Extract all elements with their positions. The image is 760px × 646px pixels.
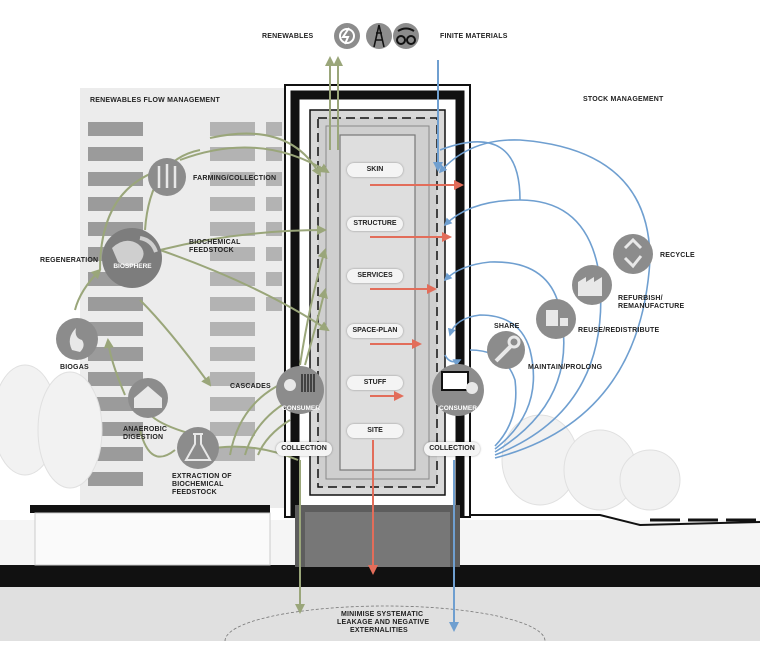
biosphere-label: BIOSPHERE: [113, 263, 152, 270]
renewables-flow-management-label: RENEWABLES FLOW MANAGEMENT: [90, 97, 221, 104]
renewables-label: RENEWABLES: [262, 33, 314, 40]
technical-cycle-flows: [438, 139, 651, 459]
reuse-redistribute-label: REUSE/REDISTRIBUTE: [578, 327, 660, 334]
oil-derrick-icon: [366, 23, 392, 49]
wheat-fish-icon: [148, 158, 186, 196]
refurbish-label-2: REMANUFACTURE: [618, 303, 685, 310]
layer-site: SITE: [347, 424, 403, 438]
factory-icon: [572, 265, 612, 305]
anaerobic-digestion-label-1: ANAEROBIC: [123, 426, 168, 433]
flask-icon: [177, 427, 219, 469]
extraction-label-1: EXTRACTION OF: [172, 473, 232, 480]
boxes-icon: [536, 299, 576, 339]
mineral-icon: [393, 23, 419, 49]
minimise-leakage-label-3: EXTERNALITIES: [350, 627, 408, 634]
farming-collection-label: FARMING/COLLECTION: [193, 175, 277, 182]
recycle-label: RECYCLE: [660, 252, 695, 259]
downward-flows: [295, 460, 459, 632]
recycle-icon: [613, 234, 653, 274]
biochemical-feedstock-label-1: BIOCHEMICAL: [189, 239, 241, 246]
globe-icon: [102, 228, 162, 288]
consumer-left-label: CONSUMER: [282, 405, 320, 412]
cascades-label: CASCADES: [230, 383, 271, 390]
share-label: SHARE: [494, 323, 520, 330]
layer-services: SERVICES: [347, 269, 403, 283]
biogas-label: BIOGAS: [60, 364, 89, 371]
extraction-label-2: BIOCHEMICAL: [172, 481, 224, 488]
extraction-label-3: FEEDSTOCK: [172, 489, 217, 496]
barcode-icon: [276, 366, 324, 414]
digestion-icon: [128, 378, 168, 418]
monitor-icon: [432, 364, 484, 416]
collection-right: COLLECTION: [424, 442, 480, 456]
trees-left: [0, 364, 103, 489]
leakage-arrows: [368, 180, 464, 575]
consumer-right-label: CONSUMER: [439, 405, 477, 412]
layer-skin: SKIN: [347, 163, 403, 177]
finite-materials-label: FINITE MATERIALS: [440, 33, 508, 40]
renewables-arrows: [325, 56, 443, 172]
layer-space-plan: SPACE-PLAN: [347, 324, 403, 338]
biochemical-feedstock-label-2: FEEDSTOCK: [189, 247, 234, 254]
anaerobic-digestion-label-2: DIGESTION: [123, 434, 164, 441]
stock-management-label: STOCK MANAGEMENT: [583, 96, 664, 103]
refurbish-label-1: REFURBISH/: [618, 295, 663, 302]
layer-structure: STRUCTURE: [347, 217, 403, 231]
power-icon: [334, 23, 360, 49]
regeneration-label: REGENERATION: [40, 257, 99, 264]
wrench-icon: [487, 331, 525, 369]
trees-right: [501, 414, 681, 511]
collection-left: COLLECTION: [276, 442, 332, 456]
minimise-leakage-label-2: LEAKAGE AND NEGATIVE: [337, 619, 430, 626]
minimise-leakage-label-1: MINIMISE SYSTEMATIC: [341, 611, 424, 618]
maintain-prolong-label: MAINTAIN/PROLONG: [528, 364, 603, 371]
flame-icon: [56, 318, 98, 360]
layer-stuff: STUFF: [347, 376, 403, 390]
